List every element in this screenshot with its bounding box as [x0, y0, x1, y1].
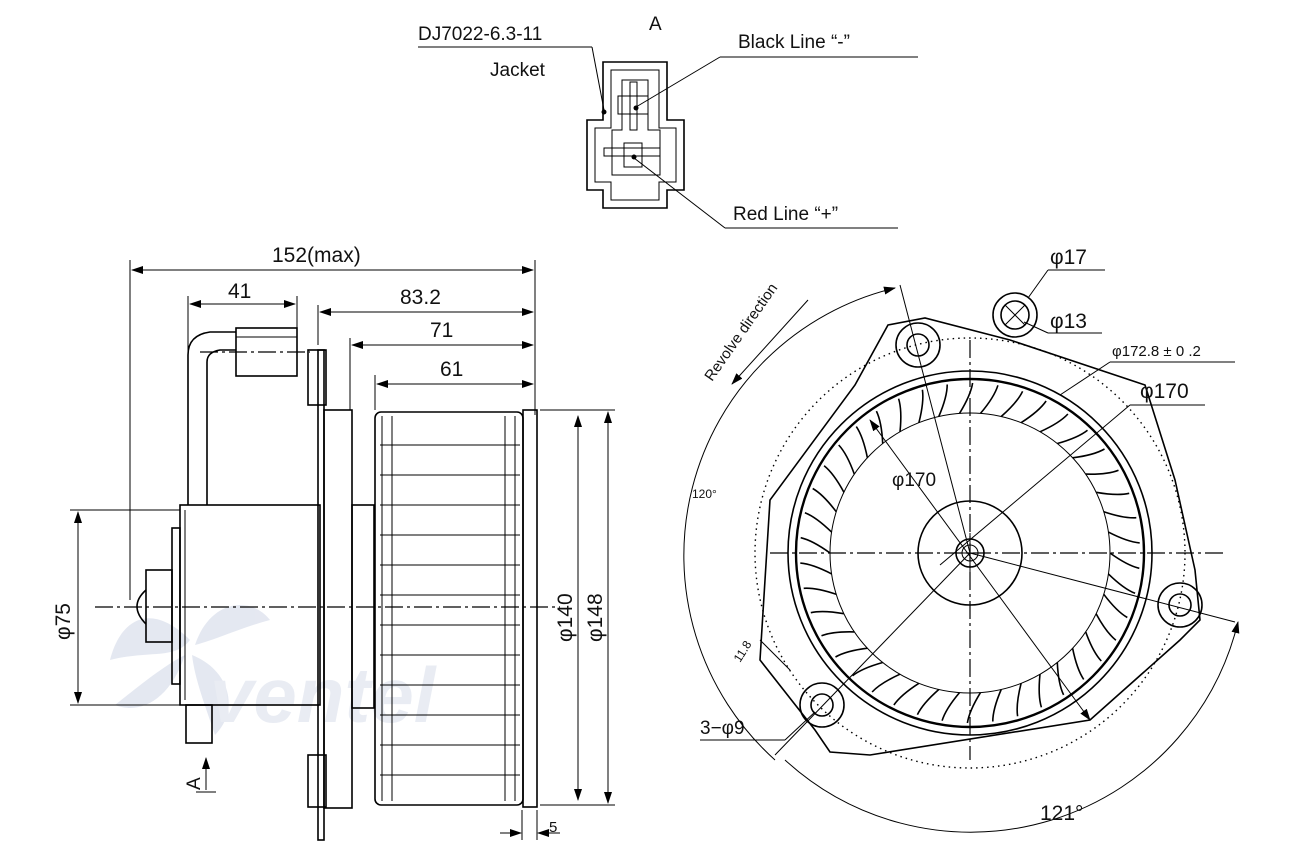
dim-housing-diameter: φ170	[1140, 380, 1189, 403]
dim-plate-to-wheel: 71	[430, 319, 453, 342]
dim-outer-circle: φ172.8 ± 0 .2	[1112, 343, 1201, 360]
view-arrow-label: A	[184, 777, 205, 790]
blade	[966, 692, 982, 724]
dim-overall-length: 152(max)	[272, 244, 361, 267]
blade	[1103, 510, 1137, 519]
blade	[893, 682, 920, 706]
blade	[1016, 683, 1022, 717]
blade	[941, 692, 961, 721]
blade	[855, 426, 869, 458]
dim-edge-distance: 11.8	[731, 638, 755, 665]
revolve-direction-label: Revolve direction	[701, 280, 781, 384]
connector-part-number: DJ7022-6.3-11	[418, 24, 542, 45]
dim-rim-thickness: 5	[549, 819, 557, 836]
blade	[958, 382, 974, 414]
blade	[1056, 662, 1065, 696]
dim-holes: 3−φ9	[700, 718, 745, 739]
blade	[938, 384, 949, 417]
angle-bottom: 121°	[1040, 802, 1083, 825]
dim-motor-diameter: φ75	[52, 603, 75, 640]
blade	[871, 673, 901, 693]
dim-inner-diameter: φ170	[892, 470, 936, 491]
blade	[991, 689, 1002, 722]
dim-connector-length: 41	[228, 280, 251, 303]
blade	[1085, 469, 1119, 475]
connector-red-line-label: Red Line “+”	[733, 204, 838, 225]
blade	[1057, 429, 1088, 445]
blade	[1039, 413, 1069, 433]
blade	[1038, 674, 1043, 708]
connector-view-label: A	[649, 14, 662, 35]
blade	[918, 389, 924, 423]
blade	[812, 487, 837, 513]
dim-wheel-width: 61	[440, 358, 463, 381]
blade	[1000, 390, 1024, 418]
connector-detail: A DJ7022-6.3-11 Jacket Black Line “-” Re…	[418, 14, 918, 229]
blade	[1084, 631, 1102, 662]
angle-left: 120°	[692, 487, 717, 501]
blade	[1072, 448, 1105, 459]
blade	[1107, 573, 1136, 595]
blade	[1103, 593, 1128, 619]
blade	[804, 511, 833, 533]
blade	[875, 410, 884, 444]
dim-wheel-diameter: φ140	[554, 593, 577, 642]
side-view: 152(max) 41 83.2 71 61 φ75 φ140 φ148 5	[52, 244, 615, 841]
blade	[823, 465, 845, 493]
connector-jacket-label: Jacket	[490, 60, 546, 81]
blade	[838, 444, 856, 475]
blade	[1095, 613, 1117, 641]
blade	[800, 562, 832, 575]
blade	[1071, 648, 1085, 680]
dim-boss-outer: φ17	[1050, 246, 1087, 269]
dim-boss-inner: φ13	[1050, 310, 1087, 333]
wheel-blades-side	[380, 416, 520, 801]
blade	[1109, 552, 1140, 570]
dim-flange-to-wheel: 83.2	[400, 286, 441, 309]
blade	[821, 631, 855, 637]
blade	[810, 610, 845, 615]
blade	[1020, 400, 1047, 424]
blade	[803, 587, 837, 596]
blade	[897, 398, 902, 432]
blade	[1095, 491, 1130, 496]
connector-black-line-label: Black Line “-”	[738, 32, 850, 53]
blade	[1108, 531, 1140, 544]
blade	[916, 688, 940, 716]
dim-rim-diameter: φ148	[584, 593, 607, 642]
blade	[852, 661, 883, 677]
blade	[835, 647, 868, 658]
front-view: Revolve direction φ172.8 ± 0 .2 φ170 φ17…	[683, 246, 1240, 833]
blade	[800, 536, 831, 554]
blade	[979, 385, 999, 414]
